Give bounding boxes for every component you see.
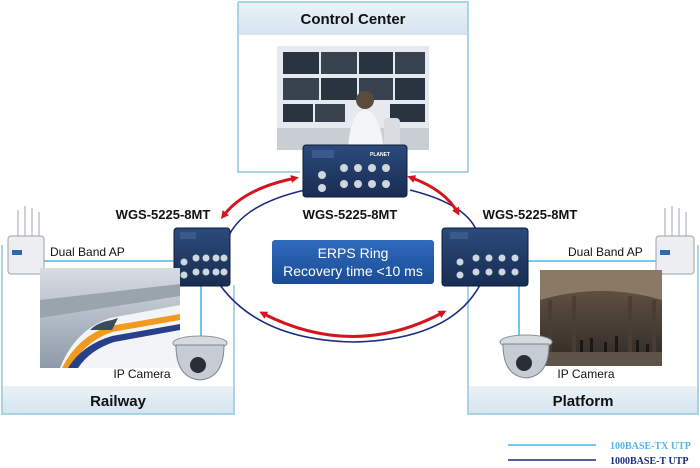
access-point-icon bbox=[655, 206, 695, 275]
erps-ring-box: ERPS Ring Recovery time <10 ms bbox=[272, 240, 434, 284]
switch-center-label: WGS-5225-8MT bbox=[303, 207, 398, 222]
station-photo bbox=[540, 270, 662, 366]
camera-right: IP Camera bbox=[499, 334, 615, 381]
switch-left-label: WGS-5225-8MT bbox=[116, 207, 211, 222]
switch-icon bbox=[173, 227, 231, 287]
dome-camera-icon bbox=[499, 334, 553, 379]
arrow-top-left bbox=[220, 175, 299, 219]
ap-left: Dual Band AP bbox=[7, 206, 125, 275]
ring-line2: Recovery time <10 ms bbox=[283, 263, 423, 279]
legend-tx-label: 100BASE-TX UTP bbox=[610, 441, 691, 452]
ap-left-label: Dual Band AP bbox=[50, 245, 125, 259]
switch-right-label: WGS-5225-8MT bbox=[483, 207, 578, 222]
dome-camera-icon bbox=[172, 335, 228, 381]
access-point-icon bbox=[7, 206, 45, 275]
switch-left: WGS-5225-8MT bbox=[116, 207, 231, 287]
arrow-bottom bbox=[259, 310, 447, 338]
camera-left: IP Camera bbox=[113, 335, 228, 381]
platform-zone: Platform bbox=[467, 245, 699, 415]
camera-left-label: IP Camera bbox=[113, 367, 170, 381]
switch-icon bbox=[441, 227, 529, 287]
switch-center: PLANET WGS-5225-8MT bbox=[302, 144, 408, 222]
legend: 100BASE-TX UTP 1000BASE-T UTP bbox=[508, 441, 691, 467]
switch-brand: PLANET bbox=[370, 152, 390, 158]
ap-right: Dual Band AP bbox=[568, 206, 695, 275]
ap-right-label: Dual Band AP bbox=[568, 245, 643, 259]
legend-t-label: 1000BASE-T UTP bbox=[610, 456, 688, 467]
ring-line1: ERPS Ring bbox=[318, 245, 389, 261]
camera-right-label: IP Camera bbox=[557, 367, 614, 381]
switch-icon: PLANET bbox=[302, 144, 408, 198]
arrow-top-right bbox=[407, 175, 460, 216]
railway-title: Railway bbox=[90, 393, 147, 410]
switch-right: WGS-5225-8MT bbox=[441, 207, 578, 287]
railway-zone: Railway bbox=[1, 245, 235, 415]
control-center-title: Control Center bbox=[301, 11, 406, 28]
platform-title: Platform bbox=[553, 393, 614, 410]
control-room-photo bbox=[277, 46, 429, 150]
ring-arrows bbox=[220, 175, 460, 338]
train-photo bbox=[40, 268, 180, 368]
control-center-zone: Control Center bbox=[237, 1, 469, 173]
